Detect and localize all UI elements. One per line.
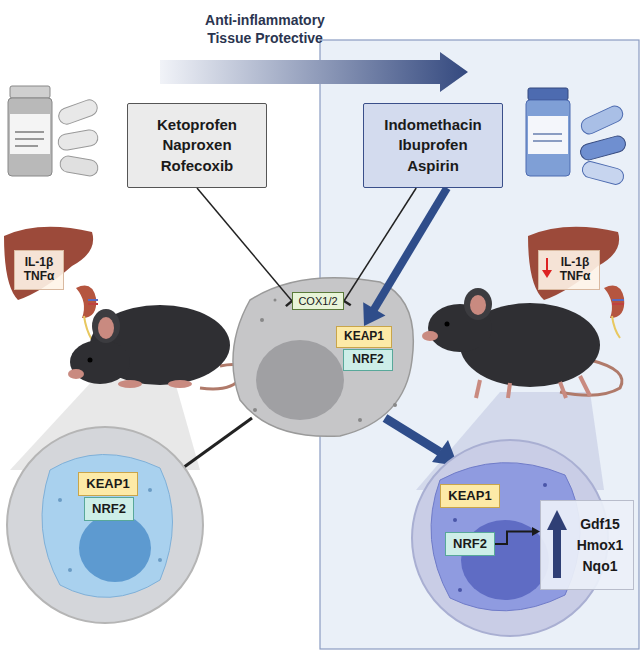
- arrowhead: [532, 527, 540, 536]
- node-text: KEAP1: [344, 330, 384, 344]
- connector-line: [197, 188, 292, 301]
- node-text: IL-1β TNFα: [555, 256, 595, 284]
- zoom-arrow-left: [180, 418, 252, 470]
- pill-bottle-right: [526, 88, 627, 186]
- connector: [197, 188, 298, 306]
- protein-box: NRF2: [343, 349, 393, 371]
- right-panel: [320, 40, 639, 649]
- drug-box: Ketoprofen Naproxen Rofecoxib: [127, 103, 267, 188]
- protein-box: KEAP1: [78, 472, 138, 496]
- protein-box: NRF2: [84, 497, 134, 521]
- node-text: NRF2: [352, 353, 383, 367]
- node-text: Gdf15 Hmox1 Nqo1: [572, 514, 628, 577]
- connector: [337, 188, 416, 305]
- connector-line: [374, 188, 447, 310]
- node-text: IL-1β TNFα: [19, 256, 59, 284]
- gene-box: Gdf15 Hmox1 Nqo1: [540, 500, 634, 590]
- protein-box: NRF2: [445, 532, 495, 556]
- node-text: KEAP1: [448, 489, 491, 504]
- zoom-circle-left: [7, 427, 203, 623]
- liver-kidney-left: [4, 227, 98, 340]
- connector-line: [495, 532, 533, 545]
- node-text: COX1/2: [298, 295, 337, 308]
- central-cell: [233, 278, 413, 437]
- node-text: Ketoprofen Naproxen Rofecoxib: [147, 115, 247, 176]
- node-text: Indomethacin Ibuprofen Aspirin: [383, 115, 483, 176]
- connector-line: [344, 188, 416, 301]
- connector: [363, 188, 447, 326]
- protein-box: KEAP1: [336, 326, 392, 348]
- protein-box: COX1/2: [292, 292, 344, 310]
- mouse-left: [68, 305, 243, 389]
- mouse-right: [422, 288, 622, 398]
- arrowhead: [363, 302, 385, 326]
- pill-bottle-left: [8, 86, 100, 177]
- node-text: NRF2: [453, 537, 487, 552]
- cytokine-box: IL-1β TNFα: [14, 250, 64, 290]
- node-text: NRF2: [92, 502, 126, 517]
- node-text: KEAP1: [86, 477, 129, 492]
- gradient-arrow: [160, 52, 468, 92]
- zoom-arrow-right: [385, 418, 440, 452]
- cytokine-box: IL-1β TNFα: [538, 250, 600, 290]
- drug-box: Indomethacin Ibuprofen Aspirin: [363, 103, 503, 188]
- connector: [495, 527, 540, 544]
- header-label: Anti-inflammatory Tissue Protective: [195, 12, 335, 47]
- protein-box: KEAP1: [440, 484, 500, 508]
